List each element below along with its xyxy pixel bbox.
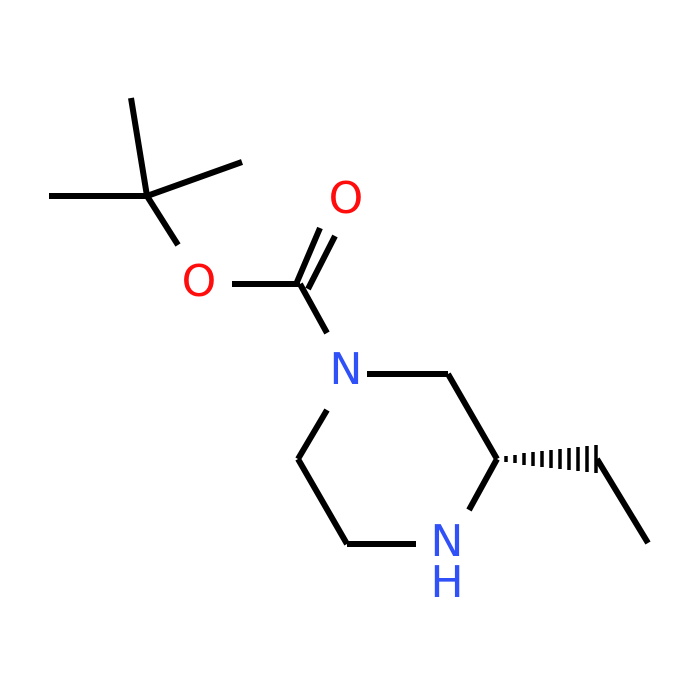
atom-carbonyl-oxygen: O: [329, 173, 364, 224]
atom-ester-oxygen: O: [182, 256, 217, 307]
atom-ring-nitrogen-boc: N: [330, 344, 363, 395]
stereo-hashed-wedge: [504, 445, 598, 473]
atom-ring-nitrogen-h: N: [431, 516, 464, 567]
bond-ring-c3-n4: [466, 457, 500, 512]
bond-ring-c2-c3: [445, 372, 500, 461]
bond-ring-c6-n1: [295, 408, 330, 461]
bond-tbutyl-methyl-right: [145, 159, 244, 199]
bond-carbonyl-double-b: [305, 234, 338, 291]
bond-carbonyl-double-a: [294, 226, 323, 284]
bond-tbutyl-oxygen: [144, 194, 181, 247]
bond-tbutyl-methyl-top: [128, 97, 150, 197]
bond-carbonyl-nitrogen: [297, 282, 330, 335]
atom-ring-nitrogen-hydrogen: H: [430, 557, 463, 608]
bond-ring-c5-c6: [295, 457, 350, 546]
bond-ethyl-ch2-ch3: [594, 457, 651, 545]
